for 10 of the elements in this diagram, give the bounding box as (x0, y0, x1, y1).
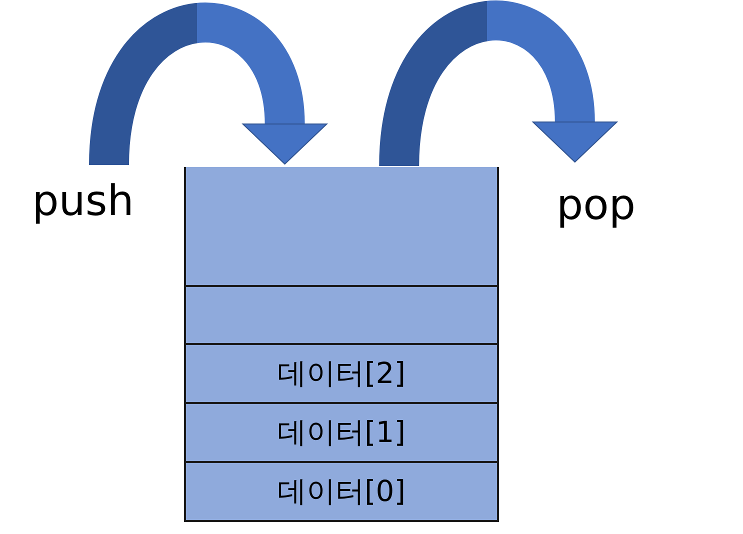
stack-cell: 데이터[0] (186, 461, 497, 520)
curved-arrow (89, 3, 328, 167)
stack-cell: 데이터[2] (186, 343, 497, 402)
stack-cell (186, 285, 497, 343)
curved-arrow (379, 1, 618, 168)
operation-label: push (30, 177, 136, 225)
stack-cell: 데이터[1] (186, 402, 497, 461)
stack-cell (186, 167, 497, 285)
stack-box (184, 167, 499, 522)
operation-label: pop (552, 181, 640, 229)
